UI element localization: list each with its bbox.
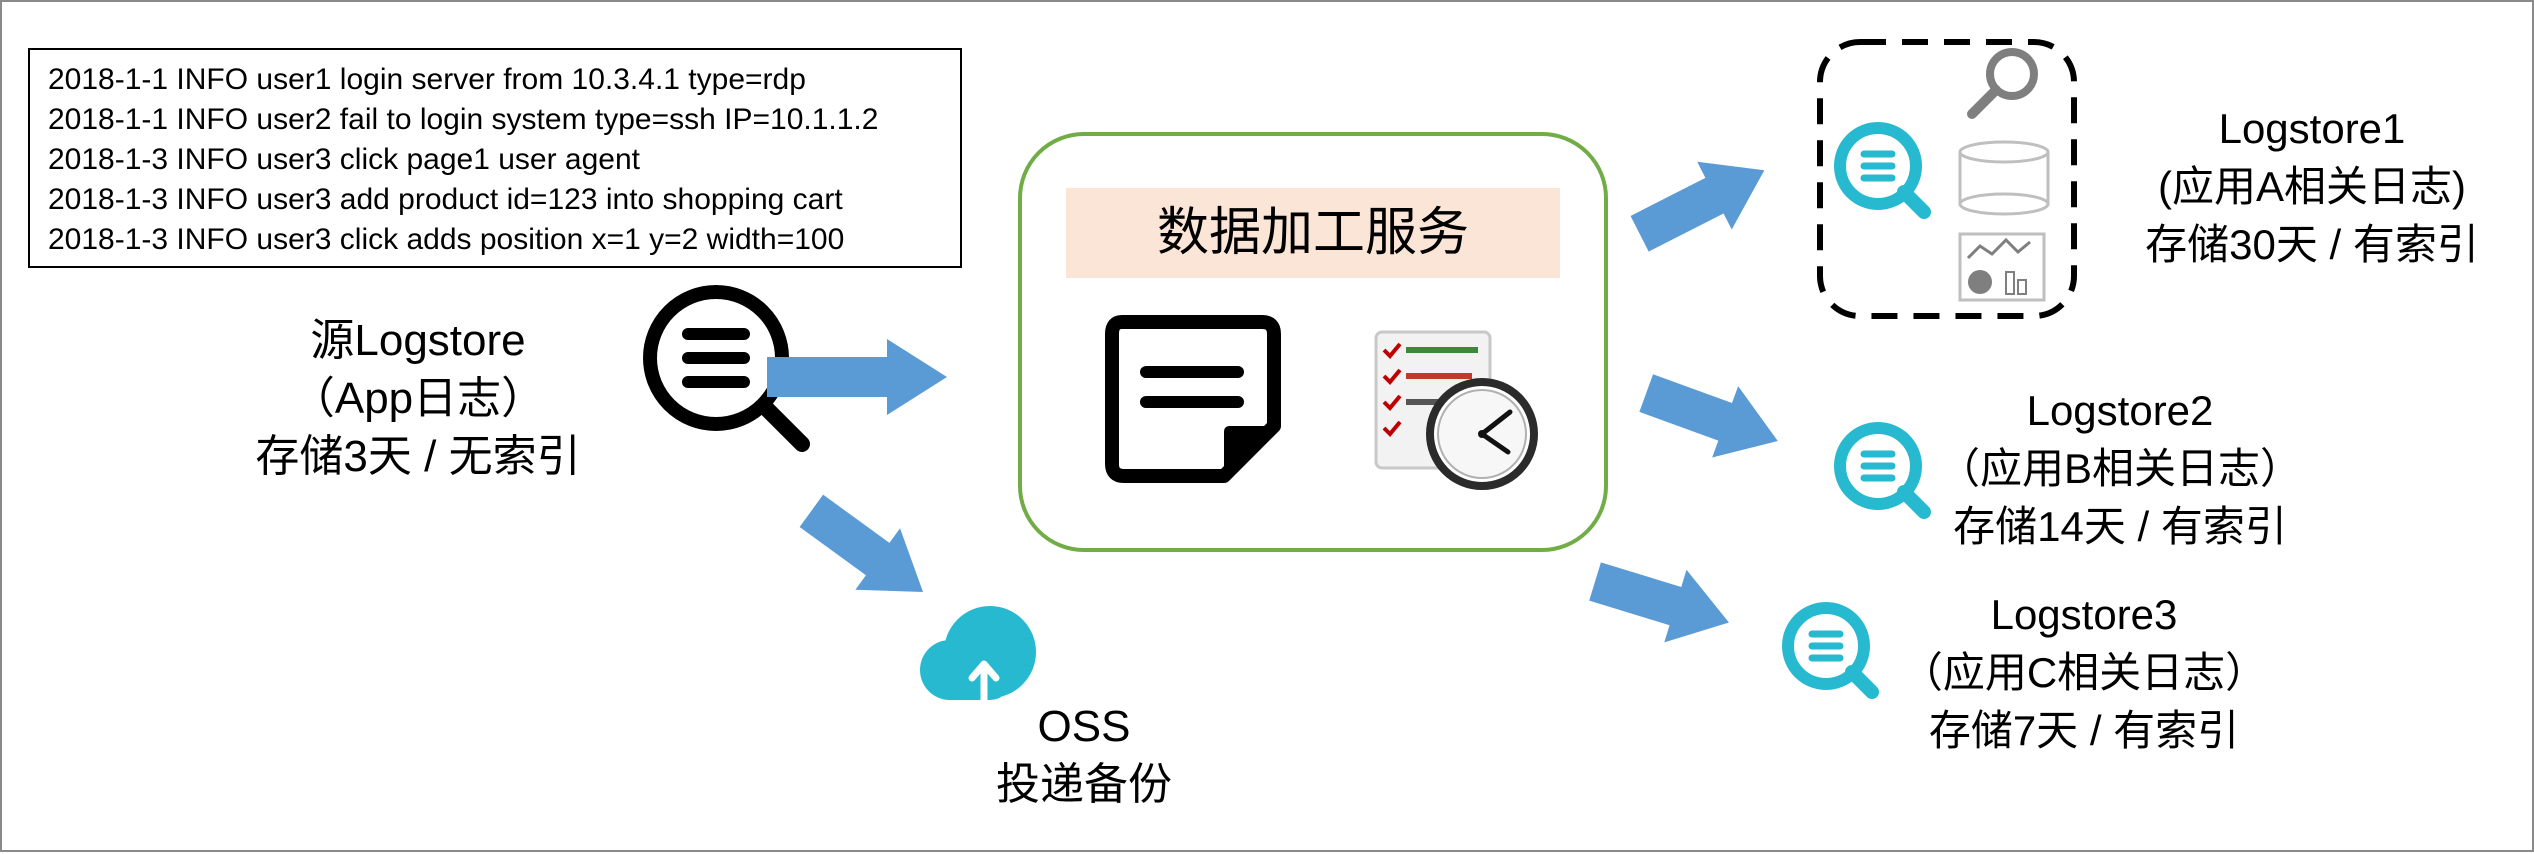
- logstore3-name: Logstore3: [1990, 591, 2178, 638]
- log-line: 2018-1-3 INFO user3 click adds position …: [48, 223, 845, 256]
- logstore2-retention: 存储14天 / 有索引: [1953, 503, 2287, 550]
- logstore3-label: Logstore3 （应用C相关日志） 存储7天 / 有索引: [1864, 586, 2304, 760]
- log-line: 2018-1-1 INFO user1 login server from 10…: [48, 63, 806, 96]
- logstore3-desc: （应用C相关日志）: [1900, 649, 2268, 696]
- logstore1-feature-group: [1817, 39, 2077, 319]
- scheduled-task-icon: [1374, 330, 1538, 490]
- logstore1-name: Logstore1: [2218, 105, 2406, 152]
- source-name: 源Logstore: [310, 316, 526, 365]
- source-retention: 存储3天 / 无索引: [255, 432, 581, 481]
- source-log-sample: 2018-1-1 INFO user1 login server from 10…: [28, 48, 962, 268]
- service-title: 数据加工服务: [1156, 204, 1469, 262]
- logstore2-desc: （应用B相关日志）: [1937, 445, 2302, 492]
- logstore3-icon: [1782, 602, 1879, 699]
- logstore2-label: Logstore2 （应用B相关日志） 存储14天 / 有索引: [1900, 382, 2340, 556]
- log-line: 2018-1-3 INFO user3 add product id=123 i…: [48, 183, 843, 216]
- arrow-service-to-logstore2: [1639, 374, 1778, 458]
- oss-desc: 投递备份: [996, 760, 1172, 809]
- oss-cloud-icon: [920, 606, 1036, 706]
- service-title-band: [1066, 188, 1560, 278]
- dashboard-chart-icon: [1958, 232, 2046, 302]
- source-desc: （App日志）: [290, 374, 546, 423]
- arrow-source-to-oss: [799, 494, 924, 592]
- note-document-icon: [1105, 315, 1281, 483]
- logstore2-name: Logstore2: [2026, 387, 2214, 434]
- arrow-service-to-logstore1: [1630, 161, 1765, 252]
- log-line: 2018-1-1 INFO user2 fail to login system…: [48, 103, 879, 136]
- logstore1-icon: [1834, 122, 1931, 219]
- search-icon: [1967, 48, 2038, 119]
- logstore1-desc: (应用A相关日志): [2158, 163, 2466, 210]
- logstore3-retention: 存储7天 / 有索引: [1928, 707, 2240, 754]
- arrow-service-to-logstore3: [1589, 562, 1729, 643]
- source-logstore-icon: [643, 285, 810, 452]
- oss-name: OSS: [1037, 702, 1131, 751]
- logstore1-retention: 存储30天 / 有索引: [2145, 221, 2479, 268]
- arrow-source-to-service: [767, 339, 947, 415]
- oss-label: OSS 投递备份: [934, 698, 1234, 814]
- flow-arrows: [767, 161, 1778, 643]
- storage-database-icon: [1958, 140, 2050, 216]
- logstore2-icon: [1834, 422, 1931, 519]
- source-logstore-label: 源Logstore （App日志） 存储3天 / 无索引: [208, 312, 628, 486]
- logstore1-label: Logstore1 (应用A相关日志) 存储30天 / 有索引: [2092, 100, 2532, 274]
- log-line: 2018-1-3 INFO user3 click page1 user age…: [48, 143, 640, 176]
